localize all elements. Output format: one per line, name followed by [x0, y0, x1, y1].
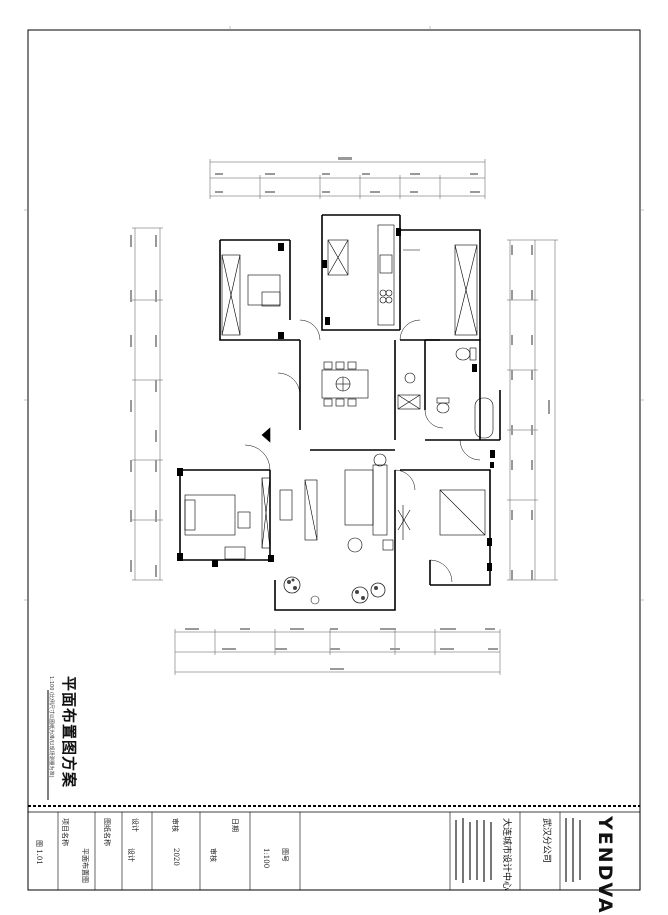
sheet-border — [27, 29, 641, 891]
structural-columns — [177, 228, 495, 571]
furniture — [184, 224, 494, 560]
kitchen-counter — [377, 224, 395, 326]
wardrobe — [221, 254, 241, 336]
bed-icon — [184, 494, 236, 536]
toilet-icon — [455, 347, 471, 361]
walls — [179, 214, 501, 611]
bathtub-icon — [474, 397, 494, 439]
dimension-ticks — [132, 159, 558, 675]
tb-value-review: 审核 — [209, 848, 217, 862]
tb-value-year: 2020 — [172, 848, 180, 866]
tb-label-project: 项目名称 — [61, 818, 69, 846]
company-name: 大连城市设计中心 — [501, 818, 511, 891]
tb-label-design: 设计 — [131, 818, 139, 832]
tb-value-drawing: 设计 — [127, 848, 135, 862]
dimension-lines — [134, 161, 556, 673]
title-block-fine-text — [455, 818, 581, 883]
door-swings — [244, 319, 481, 583]
border-ticks — [24, 26, 644, 601]
drawing-subtitle: 1:100 (比例尺寸以图纸为准/以现场测量为准) — [48, 676, 54, 778]
tb-label-date: 日期 — [231, 818, 239, 832]
tb-value-number: 图号 — [281, 848, 289, 862]
sheet-number: 图 1.01 — [35, 840, 43, 865]
tb-label-review: 审核 — [171, 818, 179, 832]
dimension-marks — [130, 157, 550, 670]
title-block-grid — [57, 812, 561, 890]
plant-icon — [283, 576, 386, 605]
drawing-title: 平面布置图方案 — [60, 676, 78, 789]
company-subname: 武汉分公司 — [541, 818, 551, 864]
tb-label-drawing: 图纸名称 — [103, 818, 111, 846]
sofa-icon — [344, 469, 374, 526]
tb-value-project: 平面布置图 — [81, 848, 89, 883]
scale-label: 1:100 — [262, 848, 270, 869]
dining-table — [321, 369, 369, 399]
